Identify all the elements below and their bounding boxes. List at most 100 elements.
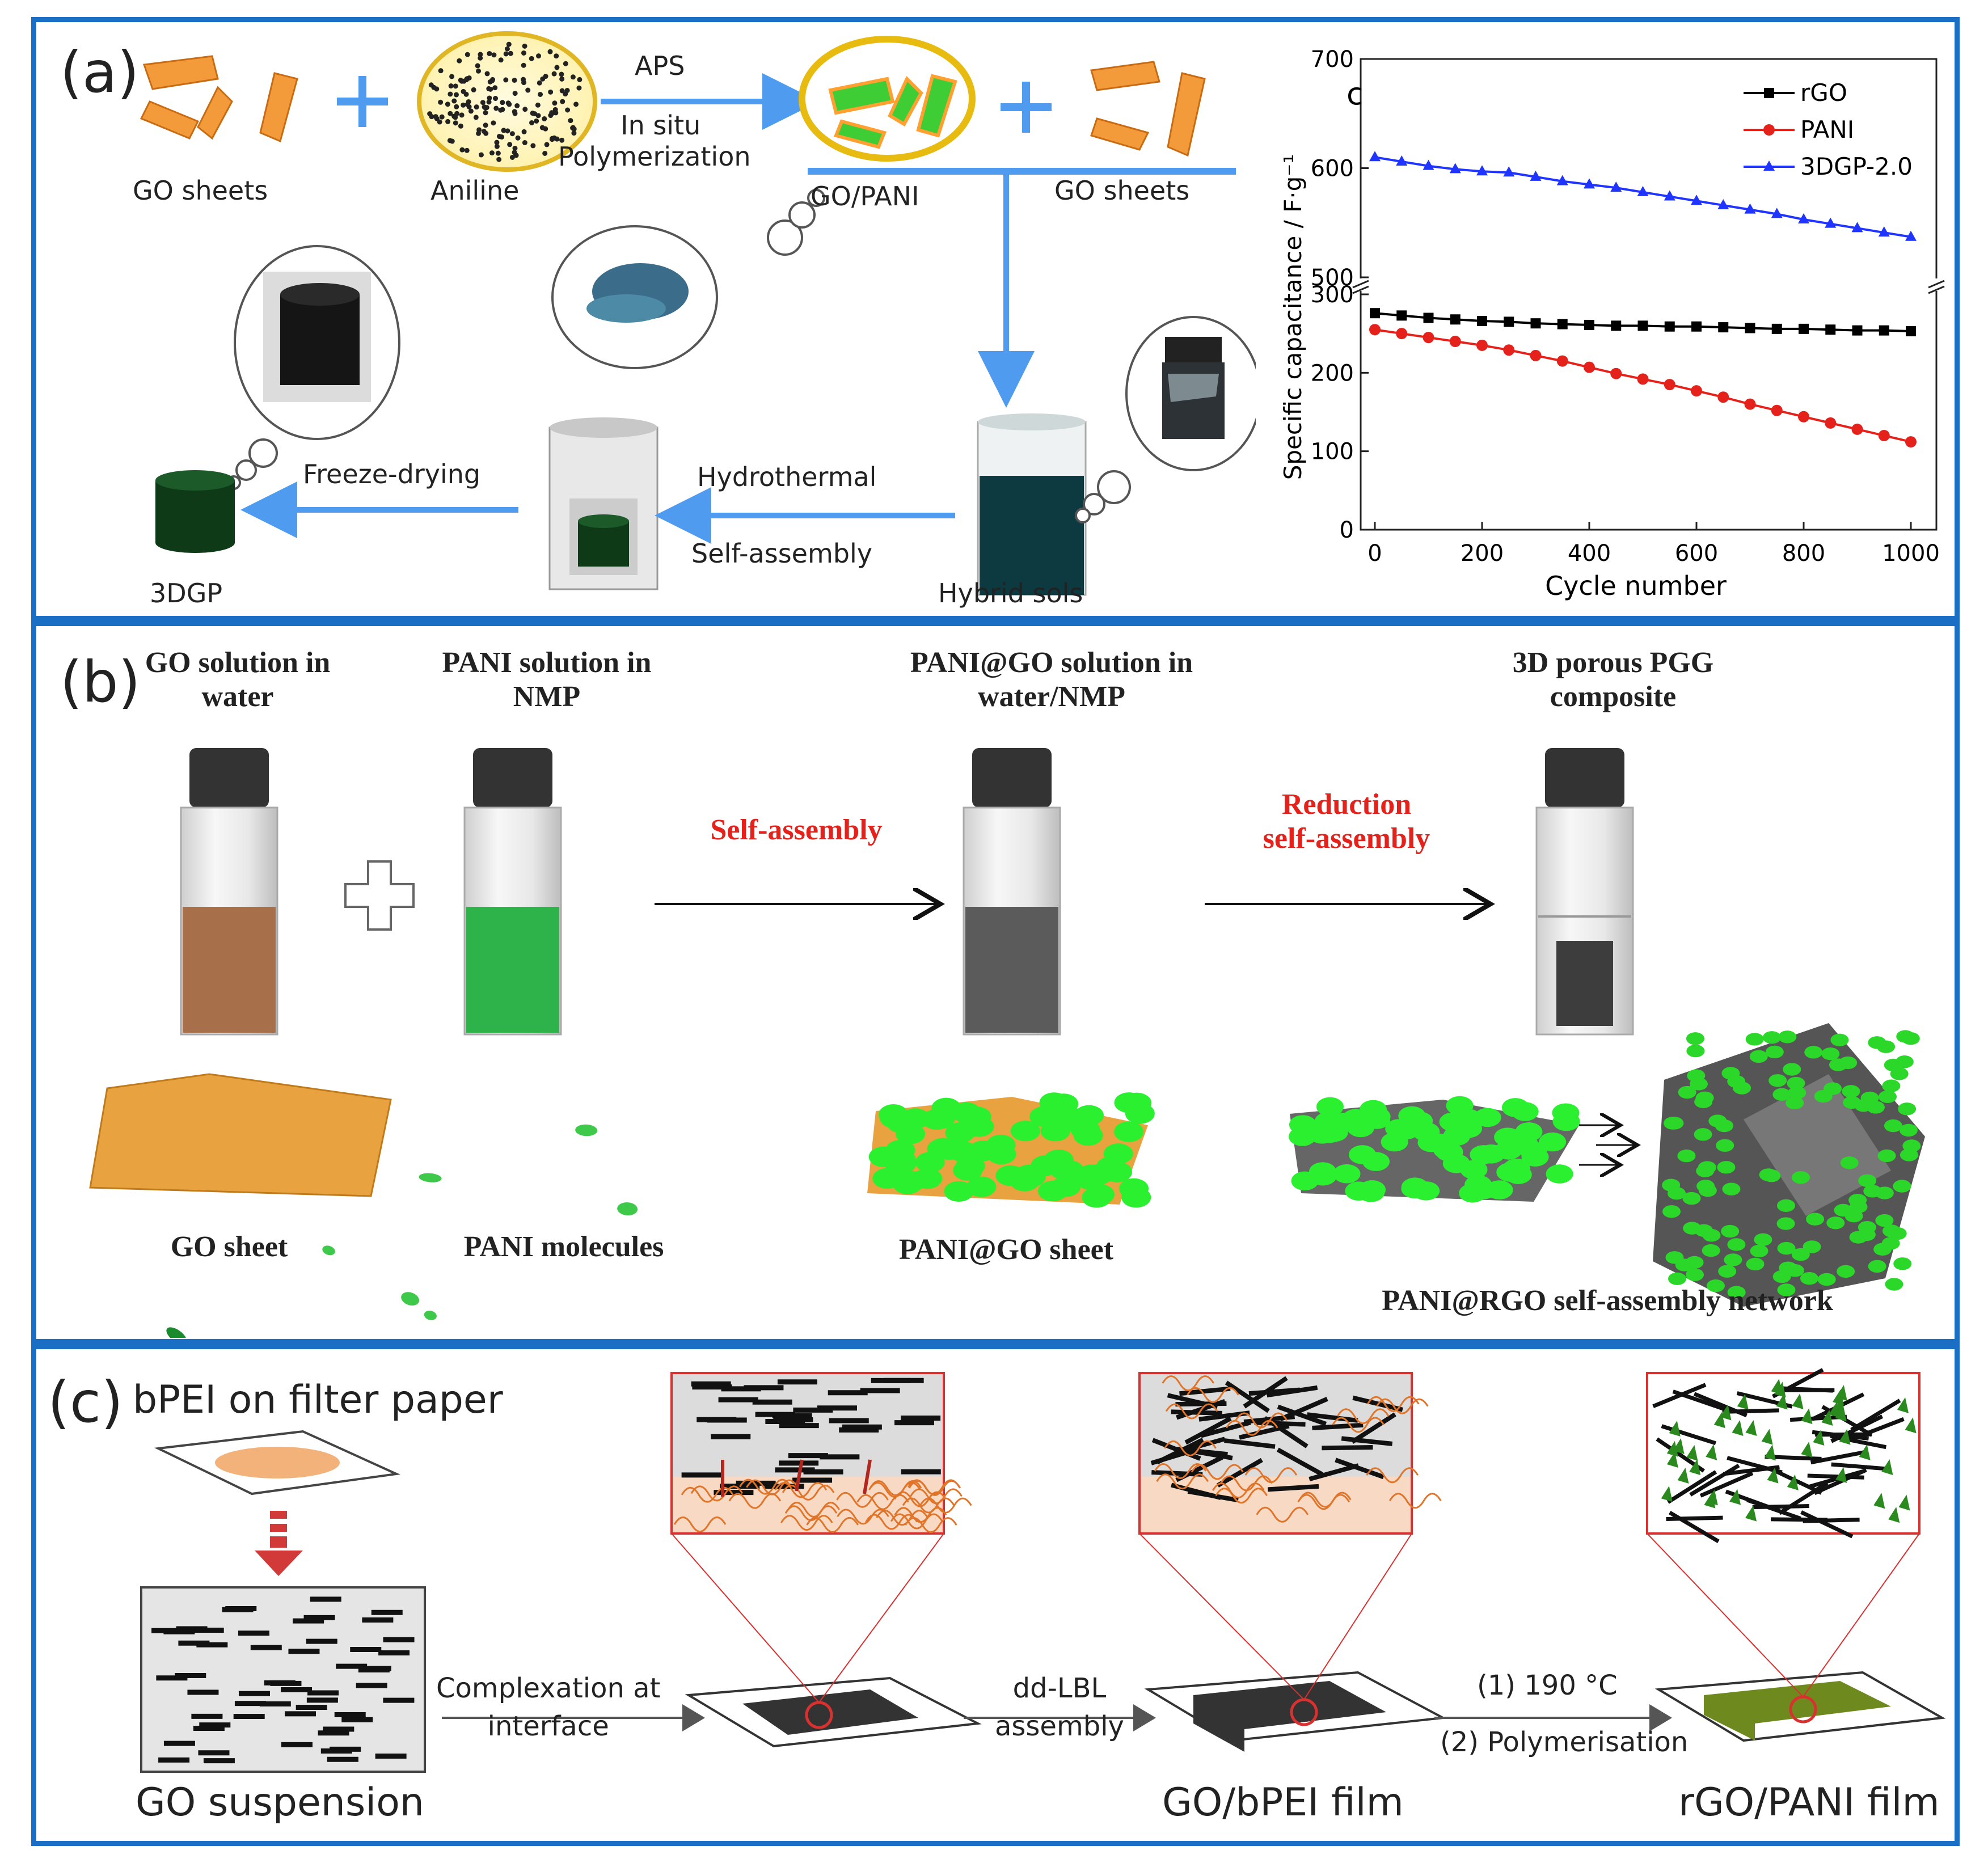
- bpei-label: bPEI on filter paper: [133, 1378, 503, 1422]
- y-tick-label: 500: [1311, 265, 1354, 291]
- x-tick-label: 400: [1568, 540, 1611, 567]
- triple-arrow-icon: [1579, 1125, 1636, 1165]
- data-point: [1825, 217, 1837, 228]
- series-PANI: PANI: [1369, 116, 1917, 448]
- go-bpei-film-label: GO/bPEI film: [1162, 1780, 1404, 1825]
- go-pani-icon: [799, 36, 976, 162]
- data-point: [1503, 166, 1515, 177]
- data-point: [1691, 321, 1702, 332]
- data-point: [1744, 398, 1756, 410]
- down-red-arrow: [255, 1511, 303, 1576]
- pani-powder-bubble: [551, 189, 825, 369]
- x-tick-label: 200: [1461, 540, 1504, 567]
- panel-b-schematic: [89, 748, 1925, 1338]
- data-point: [1611, 320, 1622, 331]
- go-vial: [180, 748, 278, 1036]
- data-point: [1449, 163, 1461, 174]
- data-point: [1825, 324, 1836, 335]
- data-point: [1584, 319, 1594, 330]
- porous-pgg-title: 3D porous PGG composite: [1512, 647, 1714, 713]
- data-point: [1745, 323, 1755, 333]
- data-point: [1799, 323, 1809, 334]
- pani-go-solution-title: PANI@GO solution in water/NMP: [910, 647, 1193, 713]
- dgp-cylinder: [155, 470, 235, 553]
- pani-go-sheet-label: PANI@GO sheet: [898, 1233, 1114, 1266]
- go-suspension-box: [140, 1586, 426, 1773]
- data-point: [1477, 316, 1487, 327]
- reduction-red: Reduction self-assembly: [1263, 788, 1430, 855]
- data-point: [1423, 159, 1434, 170]
- data-point: [1798, 213, 1809, 223]
- data-point: [1396, 310, 1407, 321]
- film-2: [1138, 1372, 1447, 1752]
- data-point: [1691, 195, 1702, 205]
- pani-go-vial: [963, 748, 1061, 1036]
- go-sheet-label: GO sheet: [170, 1231, 288, 1263]
- data-point: [1504, 316, 1514, 327]
- data-point: [1879, 325, 1889, 336]
- y-tick-label: 300: [1311, 282, 1354, 308]
- data-point: [1717, 198, 1729, 209]
- legend-marker: [1764, 88, 1774, 98]
- x-tick-label: 1000: [1882, 540, 1940, 567]
- data-point: [1637, 185, 1649, 196]
- go-sheets-2-label: GO sheets: [1054, 175, 1190, 206]
- self-assembly-red: Self-assembly: [710, 814, 883, 846]
- vial-bubble: [1075, 316, 1256, 523]
- data-point: [1584, 178, 1595, 189]
- data-point: [1718, 322, 1729, 333]
- data-point: [1530, 318, 1541, 329]
- go-sheets-label: GO sheets: [133, 175, 268, 206]
- panel-c: (c) bPEI on filter paper: [31, 1344, 1960, 1846]
- film-1: [670, 1372, 982, 1748]
- data-point: [1556, 175, 1568, 185]
- filter-paper-icon: [154, 1430, 401, 1496]
- data-point: [1717, 391, 1729, 403]
- data-point: [1610, 181, 1622, 192]
- data-point: [1905, 230, 1917, 241]
- data-point: [1556, 355, 1568, 367]
- aniline-label: Aniline: [430, 175, 520, 206]
- x-tick-label: 800: [1782, 540, 1825, 567]
- data-point: [1423, 312, 1434, 323]
- data-point: [1771, 208, 1783, 218]
- data-point: [1852, 325, 1863, 336]
- x-axis-label: Cycle number: [1545, 571, 1727, 601]
- pani-go-sheet-icon: [867, 1092, 1155, 1208]
- dd-lbl-label: dd-LBL assembly: [995, 1672, 1124, 1743]
- y-axis-label: Specific capacitance / F·g⁻¹: [1279, 154, 1307, 480]
- pgg-vial: [1535, 748, 1634, 1036]
- series-rGO: rGO: [1370, 79, 1916, 337]
- in-situ-label: In situ: [621, 110, 701, 141]
- data-point: [1771, 323, 1782, 334]
- legend-label: PANI: [1800, 116, 1854, 143]
- go-sheets-icon: [140, 55, 298, 143]
- plus-icon-2: [1001, 82, 1052, 133]
- data-point: [1450, 314, 1461, 325]
- data-point: [1878, 430, 1890, 441]
- panel-a: (a): [31, 17, 1960, 621]
- legend-label: 3DGP-2.0: [1800, 153, 1913, 180]
- x-tick-label: 0: [1367, 540, 1382, 567]
- data-point: [1825, 417, 1837, 429]
- self-assembly-label: Self-assembly: [691, 538, 872, 569]
- data-point: [1449, 336, 1461, 347]
- panel-b-label: (b): [60, 649, 141, 715]
- dgp-label: 3DGP: [150, 578, 223, 609]
- legend-marker: [1763, 124, 1775, 136]
- data-point: [1664, 321, 1675, 332]
- aniline-icon: [417, 31, 597, 172]
- go-sheet-icon: [89, 1073, 392, 1197]
- data-point: [1423, 332, 1434, 344]
- network-label: PANI@RGO self-assembly network: [1382, 1285, 1833, 1317]
- go-suspension-label: GO suspension: [136, 1780, 424, 1825]
- data-point: [1906, 326, 1916, 337]
- complexation-label: Complexation at interface: [436, 1672, 661, 1743]
- data-point: [1637, 373, 1649, 385]
- data-point: [1369, 324, 1381, 336]
- panel-b: (b) GO solution in water PANI solution i…: [31, 621, 1960, 1344]
- data-point: [1396, 328, 1408, 340]
- data-point: [1610, 367, 1622, 379]
- x-tick-label: 600: [1675, 540, 1718, 567]
